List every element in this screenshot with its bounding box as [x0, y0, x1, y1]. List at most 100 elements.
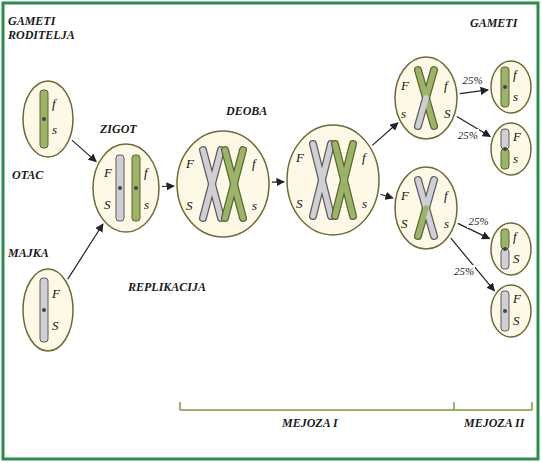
cell-outline	[286, 124, 380, 236]
allele-letter: f	[444, 188, 448, 203]
chromosome	[501, 291, 509, 331]
chromatid-outline	[418, 208, 426, 236]
probability-label: 25%	[453, 265, 475, 278]
cell: fs	[22, 80, 74, 158]
chromatid	[203, 184, 212, 218]
chromatid	[335, 180, 344, 216]
allele-letter: S	[444, 106, 451, 121]
cell-outline	[176, 130, 270, 238]
cell-membrane	[287, 125, 379, 235]
chromatid	[344, 144, 353, 180]
allele-letter: f	[444, 78, 448, 93]
bracket-tick	[179, 402, 181, 410]
cell-membrane	[491, 123, 531, 175]
chromatid-outline	[203, 184, 212, 218]
stage-label: GAMETI	[470, 16, 517, 30]
cell-outline	[490, 284, 532, 338]
stage-label: DEOBA	[226, 104, 267, 118]
arrow-connector	[68, 224, 103, 279]
centromere	[134, 186, 138, 190]
arrow-connector	[72, 140, 96, 162]
chromatid	[212, 150, 221, 184]
allele-letter: s	[52, 122, 57, 137]
allele-letter: S	[401, 216, 408, 231]
arrow-connector	[460, 90, 488, 94]
bracket-tick	[531, 402, 533, 410]
chromosome	[40, 90, 48, 148]
chromatid	[426, 70, 434, 98]
cell: FfSs	[394, 166, 458, 250]
cell-outline	[490, 60, 532, 114]
chromosome	[116, 155, 124, 221]
allele-letter: F	[401, 188, 409, 203]
cell-outline	[22, 80, 74, 158]
arrow-connector	[372, 123, 398, 146]
cell: Fs	[490, 122, 532, 176]
cell: FSfs	[92, 143, 160, 233]
allele-letter: F	[401, 78, 409, 93]
chromatid	[426, 180, 434, 208]
allele-letter: F	[296, 150, 304, 165]
chromatid	[313, 180, 322, 216]
cell-membrane	[395, 167, 457, 249]
allele-letter: F	[513, 129, 521, 144]
chromatid-outline	[335, 180, 344, 216]
allele-letter: s	[252, 198, 257, 213]
chromosome	[132, 155, 140, 221]
frame-border	[3, 3, 538, 459]
cell-outline	[490, 122, 532, 176]
arrow-connector	[380, 194, 392, 198]
cell-outline	[92, 143, 160, 233]
chromatid	[418, 98, 426, 126]
chromosome	[501, 67, 509, 107]
chromatid-outline	[234, 150, 243, 184]
allele-letter: f	[144, 165, 148, 180]
allele-letter: F	[186, 156, 194, 171]
cell-membrane	[491, 61, 531, 113]
allele-letter: S	[513, 313, 520, 328]
bracket-tick	[453, 402, 455, 410]
chromatid	[225, 184, 234, 218]
cell-outline	[490, 222, 532, 276]
cell-outline	[394, 56, 458, 140]
chromatid-outline	[313, 180, 322, 216]
chromosome	[501, 229, 509, 249]
cell: FS	[490, 284, 532, 338]
cell-membrane	[395, 57, 457, 139]
cell: fS	[490, 222, 532, 276]
chromatid-outline	[225, 184, 234, 218]
probability-label: 25%	[461, 74, 483, 87]
stage-label: MEJOZA I	[282, 416, 338, 430]
stage-label: MAJKA	[8, 246, 49, 260]
chromatid-outline	[426, 180, 434, 208]
cell: FS	[22, 268, 74, 352]
centromere	[503, 85, 507, 89]
chromosome	[501, 249, 509, 269]
chromatid-outline	[418, 98, 426, 126]
cell: fs	[490, 60, 532, 114]
arrow-connector	[451, 238, 495, 291]
allele-letter: F	[52, 286, 60, 301]
chromatid-outline	[212, 150, 221, 184]
allele-letter: S	[186, 198, 193, 213]
allele-letter: f	[252, 156, 256, 171]
allele-letter: f	[513, 229, 517, 244]
chromatid	[234, 150, 243, 184]
chromosome	[501, 129, 509, 149]
cell-membrane	[23, 269, 73, 351]
chromatid-outline	[322, 144, 331, 180]
allele-letter: S	[296, 196, 303, 211]
centromere	[503, 247, 507, 251]
allele-letter: s	[401, 106, 406, 121]
probability-label: 25%	[457, 129, 479, 142]
stage-label: REPLIKACIJA	[128, 280, 206, 294]
cell-outline	[394, 166, 458, 250]
chromatid	[418, 208, 426, 236]
allele-letter: s	[444, 216, 449, 231]
allele-letter: f	[513, 67, 517, 82]
chromatid-outline	[344, 144, 353, 180]
chromosome	[501, 149, 509, 169]
